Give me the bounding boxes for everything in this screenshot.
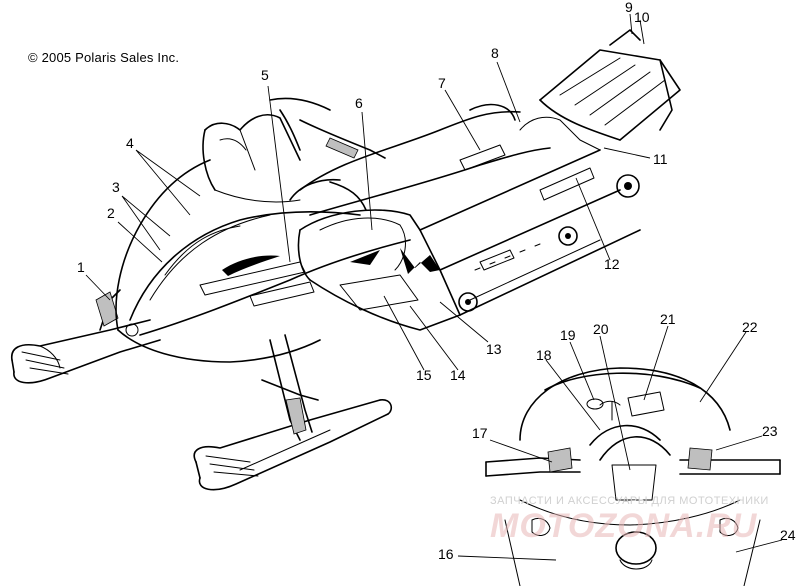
- callout-9: 9: [625, 0, 633, 15]
- seat-body: [289, 103, 551, 271]
- front-suspension: [95, 289, 319, 441]
- callout-23: 23: [762, 423, 778, 439]
- callout-22: 22: [742, 319, 758, 335]
- copyright-notice: © 2005 Polaris Sales Inc.: [28, 50, 180, 65]
- side-panel: [297, 209, 461, 331]
- right-ski: [193, 399, 393, 491]
- windshield: [202, 114, 301, 203]
- callout-20: 20: [593, 321, 609, 337]
- callout-17: 17: [472, 425, 488, 441]
- callout-4: 4: [126, 135, 134, 151]
- left-ski: [11, 319, 161, 384]
- leader-lines: [85, 13, 783, 561]
- callout-7: 7: [438, 75, 446, 91]
- tunnel-track: [419, 149, 641, 316]
- handlebar-main: [269, 97, 386, 159]
- callout-5: 5: [261, 67, 269, 83]
- callout-8: 8: [491, 45, 499, 61]
- watermark-logo: MOTOZONA.RU: [490, 507, 758, 545]
- callout-21: 21: [660, 311, 676, 327]
- callout-1: 1: [77, 259, 85, 275]
- callout-10: 10: [634, 9, 650, 25]
- callout-15: 15: [416, 367, 432, 383]
- callout-2: 2: [107, 205, 115, 221]
- watermark-tagline: ЗАПЧАСТИ И АКСЕССУАРЫ ДЛЯ МОТОТЕХНИКИ: [490, 495, 769, 507]
- callout-6: 6: [355, 95, 363, 111]
- dash-inset: [485, 367, 781, 586]
- callout-11: 11: [653, 151, 668, 167]
- callout-19: 19: [560, 327, 576, 343]
- callout-24: 24: [780, 527, 796, 543]
- rear-rack: [519, 29, 681, 151]
- callout-16: 16: [438, 546, 454, 562]
- callout-3: 3: [112, 179, 120, 195]
- callout-14: 14: [450, 367, 466, 383]
- callout-12: 12: [604, 256, 620, 272]
- callout-13: 13: [486, 341, 502, 357]
- callout-18: 18: [536, 347, 552, 363]
